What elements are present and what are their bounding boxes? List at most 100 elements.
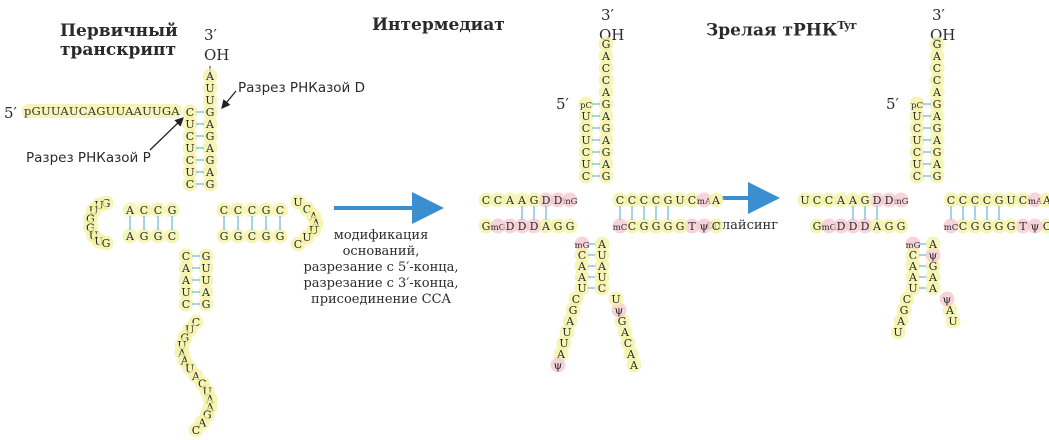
mature-darm-nt: G <box>897 220 906 233</box>
mature-tarm-nt-glow <box>967 218 983 234</box>
primary-tstem5-nt-glow <box>272 202 288 218</box>
primary-acc5-nt-glow <box>182 176 198 192</box>
primary-acc5-nt-glow <box>182 140 198 156</box>
primary-acc3-nt-glow <box>202 116 218 132</box>
mature-ac-nt-glow <box>905 269 921 285</box>
mature-title-text: Зрелая тРНК <box>706 20 838 41</box>
primary-intron-nt: G <box>180 331 189 344</box>
intermediate-tail-nt-glow <box>598 72 614 88</box>
intermediate-acc3-nt-glow <box>598 108 614 124</box>
primary-tstem3-nt-glow <box>216 228 232 244</box>
rnase-p-pointer <box>149 117 184 151</box>
primary-tstem3-nt: G <box>220 230 229 243</box>
mature-darm-nt: D <box>861 220 870 233</box>
primary-dloop-nt: G <box>86 221 95 234</box>
primary-tstem5-nt-glow <box>244 202 260 218</box>
mature-acc5-nt: C <box>913 146 921 159</box>
intermediate-acc5-nt-glow <box>578 156 594 172</box>
primary-acc5-nt: U <box>185 118 194 131</box>
mature-acc3-nt-glow <box>929 120 945 136</box>
primary-ac5-nt-glow <box>178 296 194 312</box>
intermediate-darm-nt: A <box>517 194 527 207</box>
intermediate-ac-nt: U <box>562 326 571 339</box>
primary-dstem5-nt-glow <box>122 202 138 218</box>
primary-intron-nt: A <box>191 370 201 383</box>
intermediate-darm-nt-glow <box>490 218 506 234</box>
primary-acc5-nt: C <box>186 106 194 119</box>
primary-intron-nt: C <box>192 316 200 329</box>
intermediate-darm-nt-glow <box>562 218 578 234</box>
mature-tarm-nt-glow <box>1015 218 1031 234</box>
mature-darm-nt: D <box>849 220 858 233</box>
mature-darm-nt: G <box>885 220 894 233</box>
primary-ac5-nt-glow <box>178 284 194 300</box>
mature-darm-nt-glow <box>821 218 837 234</box>
mature-acc5-nt-glow <box>909 156 925 172</box>
mature-darm-nt-glow <box>893 218 909 234</box>
primary-acc3-nt: G <box>206 130 215 143</box>
intermediate-darm-nt-glow <box>478 192 494 208</box>
intermediate-ac-nt: A <box>565 315 575 328</box>
intermediate-darm-nt-glow <box>562 192 578 208</box>
intermediate-darm-nt-glow <box>526 192 542 208</box>
intermediate-tarm-nt: C <box>628 220 636 233</box>
primary-intron-nt: C <box>192 424 200 437</box>
intermediate-tarm-nt-glow <box>696 218 712 234</box>
primary-acc5-nt: U <box>185 142 194 155</box>
mature-tarm-nt: C <box>959 194 967 207</box>
mature-tarm-nt: A <box>1042 194 1049 207</box>
mature-tarm-nt: ψ <box>1031 220 1040 233</box>
primary-dloop-nt: U <box>89 229 98 242</box>
mature-tarm-nt-glow <box>979 218 995 234</box>
mature-ac-nt: U <box>908 282 917 295</box>
mature-tarm-nt: C <box>971 194 979 207</box>
step1-line3: разрезание с 5′-конца, <box>303 260 459 275</box>
step1-line5: присоединение CCA <box>311 292 451 307</box>
step1-description: модификация оснований, разрезание с 5′-к… <box>276 228 486 308</box>
mature-acc3-nt: G <box>933 146 942 159</box>
intermediate-darm-nt-glow <box>538 192 554 208</box>
intermediate-tarm-nt-glow <box>672 192 688 208</box>
intermediate-acc3-nt: A <box>601 134 611 147</box>
mature-acc3-nt: G <box>933 122 942 135</box>
intermediate-ac-nt-glow <box>550 357 566 373</box>
mature-darm-nt-glow <box>869 218 885 234</box>
intermediate-ac-nt: C <box>598 282 606 295</box>
mature-acc5-nt: pC <box>911 101 923 111</box>
mature-ac-nt-glow <box>905 258 921 274</box>
intermediate-tarm-nt: C <box>688 194 696 207</box>
primary-tstem3-nt: G <box>276 230 285 243</box>
mature-tarm-nt-glow <box>979 192 995 208</box>
intermediate-tarm-nt: C <box>652 194 660 207</box>
primary-dloop-nt: G <box>102 237 111 250</box>
intermediate-acc5-nt-glow <box>578 132 594 148</box>
intermediate-acc3-nt: G <box>602 122 611 135</box>
primary-dstem5-nt: C <box>140 204 148 217</box>
primary-dstem5-nt-glow <box>136 202 152 218</box>
primary-tstem3-nt-glow <box>244 228 260 244</box>
mature-tail-nt: G <box>933 38 942 51</box>
intermediate-acc5-nt: C <box>582 122 590 135</box>
primary-acc5-nt: C <box>186 154 194 167</box>
mature-ac-nt-glow <box>925 258 941 274</box>
primary-tloop-nt: U <box>293 196 302 209</box>
intermediate-tarm-nt: G <box>664 194 673 207</box>
intermediate-darm-nt: G <box>482 220 491 233</box>
mature-acc3-nt: G <box>933 170 942 183</box>
mature-ac-nt: ψ <box>929 249 938 262</box>
intermediate-ac-nt: A <box>626 348 636 361</box>
intermediate-darm-nt: C <box>494 194 502 207</box>
intermediate-tarm-nt: C <box>640 194 648 207</box>
intermediate-darm-nt-glow <box>526 218 542 234</box>
intermediate-ac-nt-glow <box>574 258 590 274</box>
intermediate-acc5-nt-glow <box>578 108 594 124</box>
intermediate-tarm-nt-glow <box>684 192 700 208</box>
primary-acc3-nt-glow <box>202 164 218 180</box>
primary-dstem5-nt-glow <box>150 202 166 218</box>
intermediate-ac-nt: C <box>572 293 580 306</box>
primary-acc3-nt-glow <box>202 152 218 168</box>
intermediate-acc3-nt: A <box>601 110 611 123</box>
mature-ac-nt: C <box>903 293 911 306</box>
intermediate-acc5-nt: C <box>582 170 590 183</box>
